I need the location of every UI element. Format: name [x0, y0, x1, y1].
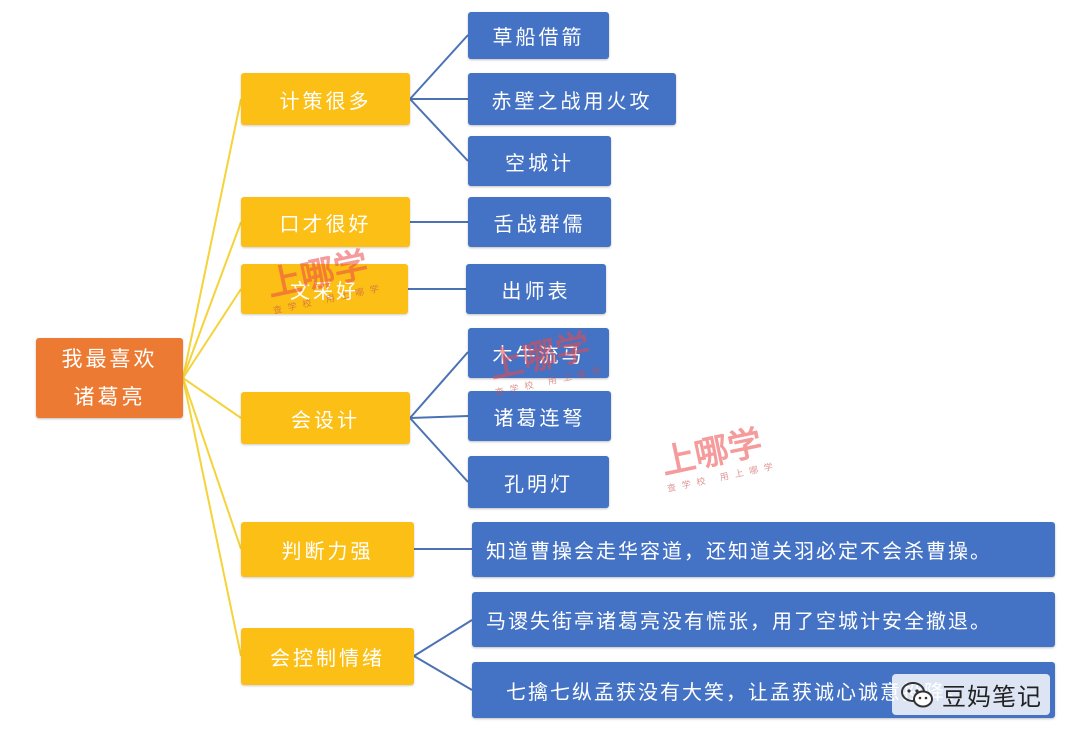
root-line-branch-4 [182, 377, 242, 419]
leaf-line-1-1 [409, 34, 469, 100]
root-line-branch-3 [182, 288, 242, 379]
leaf-line-6-2 [413, 655, 473, 691]
leaf-node-1-1: 草船借箭 [468, 12, 609, 59]
root-line-branch-6 [182, 377, 242, 657]
leaf-node-5-1: 知道曹操会走华容道，还知道关羽必定不会杀曹操。 [472, 522, 1055, 577]
leaf-node-4-3: 孔明灯 [468, 456, 609, 508]
branch-node-1: 计策很多 [241, 73, 410, 125]
leaf-node-2-1: 舌战群儒 [468, 197, 611, 247]
branch-node-5: 判断力强 [241, 522, 414, 577]
wechat-icon [901, 681, 933, 707]
root-line-branch-1 [182, 98, 242, 379]
brand-badge: 豆妈笔记 [892, 674, 1050, 715]
leaf-node-3-1: 出师表 [466, 264, 606, 314]
leaf-line-4-2 [409, 415, 469, 419]
leaf-line-1-3 [409, 98, 469, 162]
root-line-2: 诸葛亮 [73, 385, 146, 409]
leaf-node-4-1: 木牛流马 [468, 328, 609, 378]
brand-name: 豆妈笔记 [942, 683, 1042, 711]
branch-to-leaf-lines [408, 34, 473, 691]
leaf-node-4-2: 诸葛连弩 [468, 391, 611, 441]
root-line-branch-2 [182, 221, 242, 379]
leaf-line-4-3 [409, 417, 469, 483]
leaf-node-1-2: 赤壁之战用火攻 [468, 73, 676, 125]
branch-node-6: 会控制情绪 [241, 628, 414, 685]
leaf-line-6-1 [413, 619, 473, 657]
leaf-line-4-1 [409, 351, 469, 419]
leaf-node-1-3: 空城计 [468, 136, 611, 186]
branch-node-3: 文采好 [241, 264, 408, 314]
root-node: 我最喜欢 诸葛亮 [36, 338, 183, 418]
branch-node-2: 口才很好 [241, 197, 410, 247]
root-line-1: 我最喜欢 [61, 347, 158, 371]
root-line-branch-5 [182, 377, 242, 550]
root-to-branch-lines [182, 98, 242, 657]
leaf-node-6-1: 马谡失街亭诸葛亮没有慌张，用了空城计安全撤退。 [472, 592, 1055, 647]
branch-node-4: 会设计 [241, 392, 410, 444]
